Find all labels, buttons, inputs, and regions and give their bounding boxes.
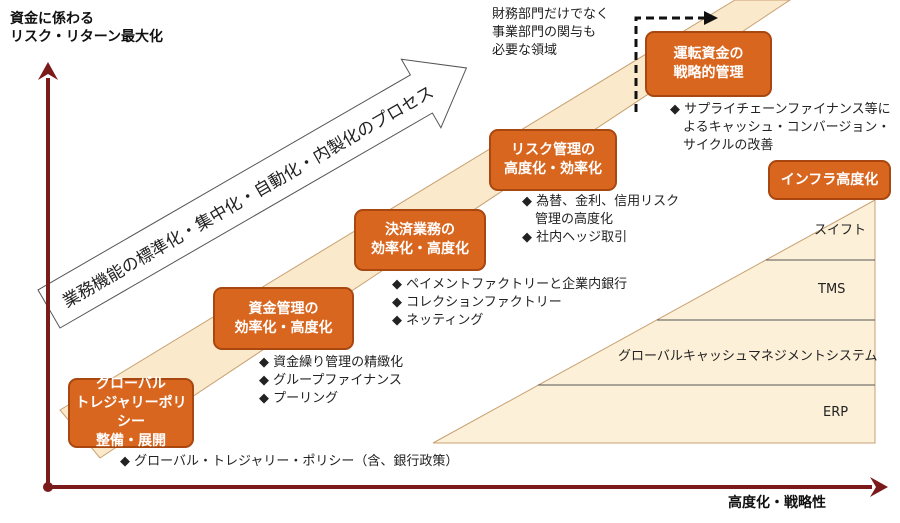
stage-title-line: グローバル [96, 376, 166, 392]
bullet-item: ◆ グローバル・トレジャリー・ポリシー（含、銀行政策） [120, 454, 459, 469]
bullet-item: ◆ 社内ヘッジ取引 [522, 230, 628, 245]
stage-title-line: 効率化・高度化 [234, 319, 333, 336]
bullet-item: ◆ コレクションファクトリー [392, 295, 562, 310]
bullet-item: ◆ プーリング [259, 391, 339, 406]
y-axis-label-line2: リスク・リターン最大化 [10, 29, 164, 45]
infra-layer-erp: ERP [823, 405, 849, 420]
process-arrow [37, 58, 468, 329]
dashed-arrow [634, 11, 718, 112]
note-text: 財務部門だけでなく 事業部門の関与も 必要な領域 [492, 6, 609, 60]
note-line: 事業部門の関与も [492, 25, 597, 40]
stage-title-line: トレジャリーポリシー [75, 395, 187, 430]
stage-box-treasury-policy: グローバル トレジャリーポリシー 整備・展開 [68, 376, 194, 449]
stage-title-line: 整備・展開 [96, 433, 166, 449]
infra-title: インフラ高度化 [780, 171, 879, 188]
infra-layer-tms: TMS [818, 282, 846, 297]
infra-layer-gcms: グローバルキャッシュマネジメントシステム [618, 349, 878, 364]
stage-box-cash-management: 資金管理の 効率化・高度化 [213, 287, 354, 350]
axes [38, 62, 888, 497]
note-line: 財務部門だけでなく [492, 7, 610, 22]
stage-box-risk-management: リスク管理の 高度化・効率化 [489, 129, 617, 191]
stage-bullets-treasury-policy: ◆ グローバル・トレジャリー・ポリシー（含、銀行政策） [120, 453, 458, 471]
stage-title-line: 戦略的管理 [673, 65, 744, 81]
bullet-item: ◆ ネッティング [392, 313, 484, 328]
stage-title-line: 高度化・効率化 [504, 161, 602, 177]
y-axis-label: 資金に係わる リスク・リターン最大化 [10, 10, 163, 46]
stage-bullets-settlement: ◆ ペイメントファクトリーと企業内銀行 ◆ コレクションファクトリー ◆ ネッテ… [392, 276, 627, 330]
stage-box-working-capital: 運転資金の 戦略的管理 [645, 31, 772, 97]
stage-title-line: リスク管理の [511, 142, 595, 158]
x-axis-label: 高度化・戦略性 [728, 495, 826, 511]
stage-title-line: 運転資金の [673, 46, 744, 62]
bullet-item: サイクルの改善 [670, 138, 774, 153]
stage-title-line: 効率化・高度化 [371, 241, 469, 257]
note-line: 必要な領域 [492, 43, 558, 58]
stage-title-line: 資金管理の [248, 300, 319, 317]
bullet-item: ◆ グループファイナンス [259, 373, 402, 388]
infra-layer-swift: スイフト [814, 223, 867, 238]
bullet-item: ◆ 為替、金利、信用リスク [522, 194, 680, 209]
bullet-item: ◆ 資金繰り管理の精緻化 [259, 355, 404, 370]
stage-box-settlement: 決済業務の 効率化・高度化 [354, 209, 486, 271]
stage-bullets-working-capital: ◆ サプライチェーンファイナンス等に よるキャッシュ・コンバージョン・ サイクル… [670, 101, 891, 155]
bullet-item: 管理の高度化 [522, 212, 614, 227]
stage-bullets-risk-management: ◆ 為替、金利、信用リスク 管理の高度化 ◆ 社内ヘッジ取引 [522, 193, 679, 247]
stage-bullets-cash-management: ◆ 資金繰り管理の精緻化 ◆ グループファイナンス ◆ プーリング [259, 354, 403, 408]
y-axis-label-line1: 資金に係わる [10, 11, 94, 27]
bullet-item: ◆ サプライチェーンファイナンス等に [670, 102, 891, 117]
stage-title-line: 決済業務の [385, 222, 455, 238]
infra-triangle [432, 199, 876, 444]
bullet-item: よるキャッシュ・コンバージョン・ [670, 120, 891, 135]
bullet-item: ◆ ペイメントファクトリーと企業内銀行 [392, 277, 628, 292]
infra-title-box: インフラ高度化 [768, 160, 891, 200]
